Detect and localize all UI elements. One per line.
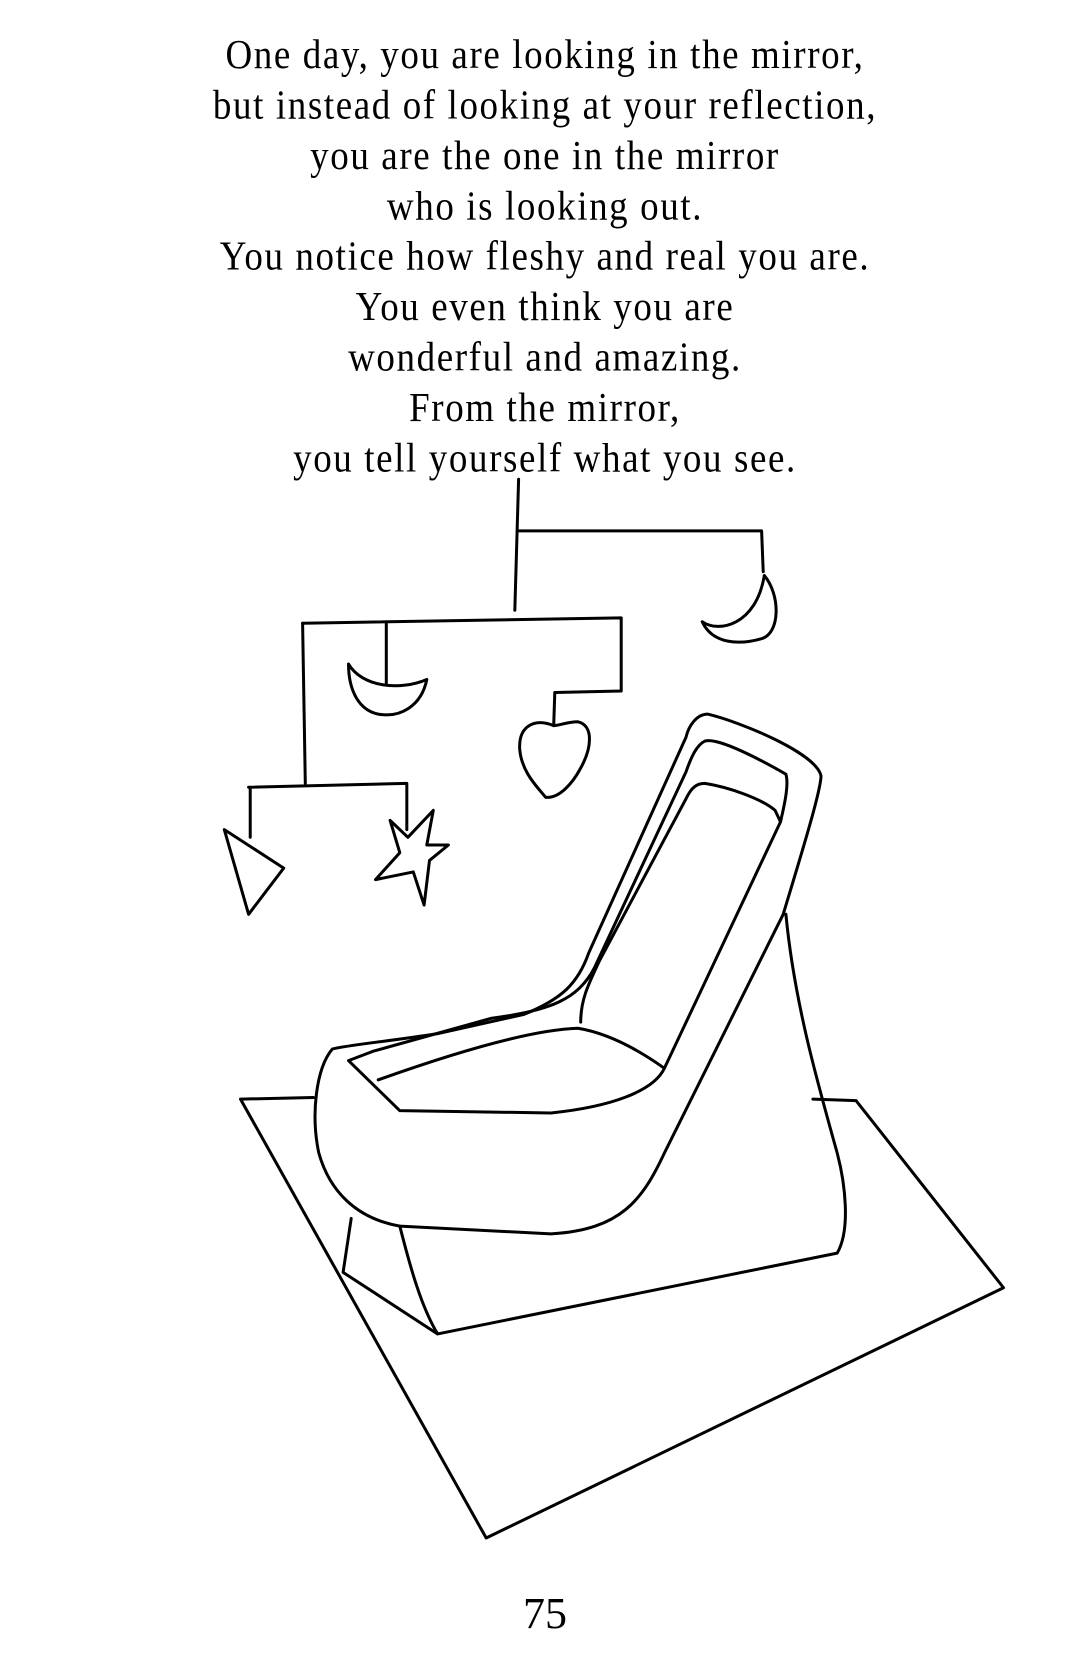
seat-base xyxy=(343,914,845,1334)
poem-line: you are the one in the mirror xyxy=(310,133,780,179)
seat-cushion xyxy=(378,783,780,1079)
seat-inner-rim xyxy=(349,741,787,1113)
moon-icon xyxy=(702,576,776,643)
star-icon xyxy=(376,810,449,905)
mobile-middle-arm xyxy=(303,618,622,726)
heart-icon xyxy=(520,722,590,798)
mobile-bottom-arm xyxy=(249,783,407,837)
mobile-top-arm xyxy=(518,531,764,572)
rug xyxy=(241,1098,1004,1538)
poem-line: wonderful and amazing. xyxy=(348,334,742,381)
triangle-icon xyxy=(224,830,283,915)
poem-text: One day, you are looking in the mirror, … xyxy=(0,30,1090,484)
mobile-left-string xyxy=(303,623,306,783)
poem-line: One day, you are looking in the mirror, xyxy=(225,32,865,79)
moon-icon xyxy=(349,664,427,715)
crib-mobile xyxy=(224,479,776,914)
page-number: 75 xyxy=(523,1589,567,1638)
poem-line: you tell yourself what you see. xyxy=(293,435,797,482)
mobile-hanging-wire xyxy=(515,479,519,610)
poem-line: who is looking out. xyxy=(386,183,704,230)
poem-line: From the mirror, xyxy=(409,385,681,431)
poem-line: but instead of looking at your reflectio… xyxy=(212,82,878,129)
seat-outer-shell xyxy=(315,714,821,1234)
baby-seat xyxy=(315,714,845,1334)
poem-line: You even think you are xyxy=(355,284,735,331)
poem-line: You notice how fleshy and real you are. xyxy=(219,233,871,280)
